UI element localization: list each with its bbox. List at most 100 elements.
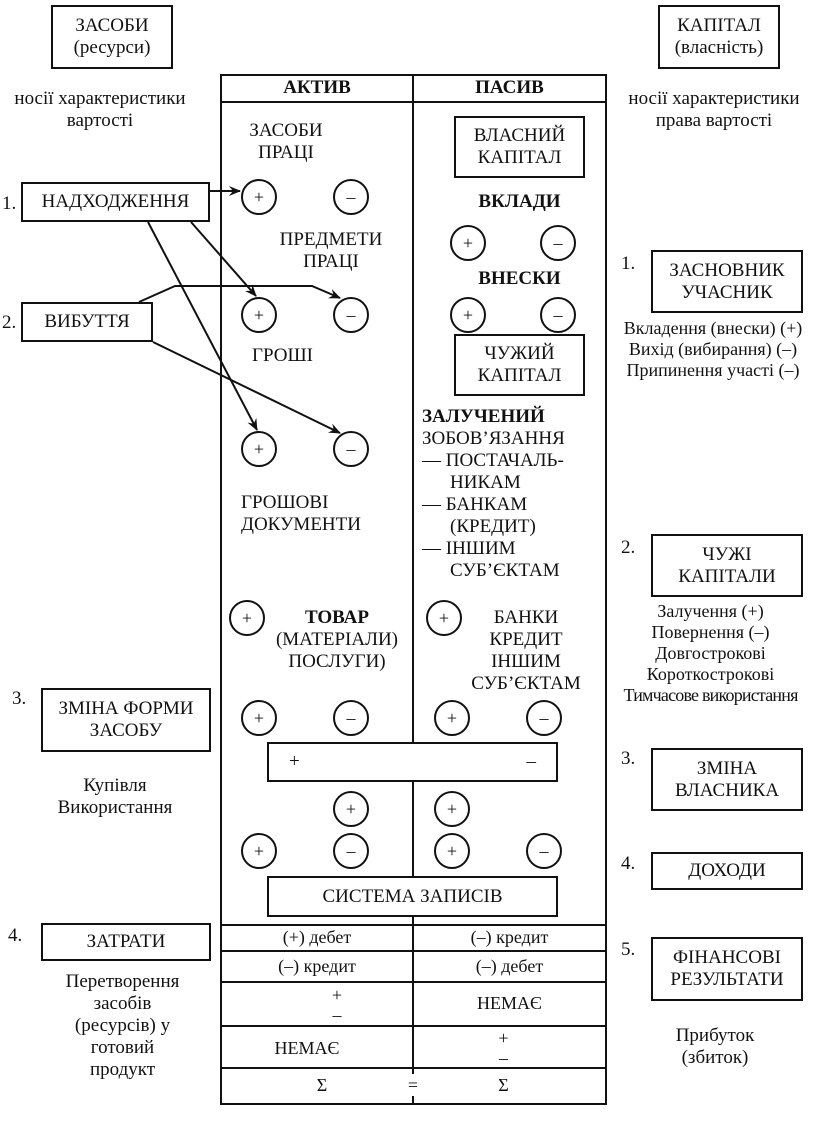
passive-header: ПАСИВ <box>475 77 544 98</box>
owner-change-box: ЗМІНА ВЛАСНИКА <box>651 748 803 811</box>
left-item-4-num: 4. <box>8 925 23 946</box>
others-line2: СУБ’ЄКТАМ <box>450 560 560 581</box>
capital-caption-line1: носії характеристики <box>628 88 800 109</box>
banks-block-line1: БАНКИ <box>493 607 559 628</box>
founder-note-line2: Вихід (вибирання) (–) <box>628 339 798 359</box>
row2-right: (–) дебет <box>475 956 544 976</box>
financial-results-note: Прибуток (збиток) <box>640 1025 790 1069</box>
borrowed-capitals-note-line2: Повернення (–) <box>651 622 770 642</box>
passive-lower-plus-top: + <box>434 791 470 827</box>
costs-note-line1: Перетворення <box>65 971 180 992</box>
means-of-labor-minus: – <box>333 179 369 215</box>
right-item-1-num: 1. <box>621 253 636 274</box>
means-of-labor-line1: ЗАСОБИ <box>249 120 323 141</box>
left-item-1-num: 1. <box>2 193 17 214</box>
money-docs-line2: ДОКУМЕНТИ <box>241 514 361 535</box>
goods-label: ТОВАР (МАТЕРІАЛИ) ПОСЛУГИ) <box>262 607 412 673</box>
borrowed-capitals-note-line5: Тимчасове використання <box>623 685 798 705</box>
obligations-label: ЗОБОВ’ЯЗАННЯ <box>422 428 565 449</box>
borrowed-capital-line1: ЧУЖИЙ <box>484 343 555 364</box>
disposal-box: ВИБУТТЯ <box>21 302 153 342</box>
owner-change-line1: ЗМІНА <box>696 757 758 779</box>
change-bar-plus: + <box>289 751 300 772</box>
active-header: АКТИВ <box>283 77 351 98</box>
financial-results-note-line1: Прибуток <box>675 1025 755 1046</box>
bottom-row-line-2 <box>220 950 607 952</box>
financial-results-note-line2: (збиток) <box>681 1047 749 1068</box>
bottom-row-line-1 <box>220 924 607 926</box>
row1-left: (+) дебет <box>282 927 352 947</box>
center-divider-bottom <box>412 916 414 1105</box>
suppliers-line2: НИКАМ <box>450 472 521 493</box>
others-line1: — ІНШИМ <box>422 538 516 559</box>
active-lower-plus-top: + <box>333 791 369 827</box>
resources-title: ЗАСОБИ <box>75 15 149 36</box>
objects-of-labor-line1: ПРЕДМЕТИ <box>279 229 383 250</box>
founder-note: Вкладення (внески) (+) Вихід (вибирання)… <box>610 318 816 381</box>
borrowed-capitals-note: Залучення (+) Повернення (–) Довгостроко… <box>605 601 816 706</box>
borrowed-capital-box: ЧУЖИЙ КАПІТАЛ <box>454 334 585 396</box>
capital-caption: носії характеристики права вартості <box>612 88 816 132</box>
right-item-3-num: 3. <box>621 748 636 769</box>
change-bar-minus: – <box>526 751 537 772</box>
row3-left-plus: + <box>331 985 343 1005</box>
record-system-box: СИСТЕМА ЗАПИСІВ <box>267 876 558 917</box>
costs-note-line2: засобів <box>93 993 152 1014</box>
money-minus: – <box>333 431 369 467</box>
banks-block-line3: ІНШИМ <box>491 651 561 672</box>
bottom-row-line-5 <box>220 1067 607 1069</box>
own-capital-line2: КАПІТАЛ <box>477 147 562 168</box>
founder-note-line1: Вкладення (внески) (+) <box>623 318 803 338</box>
active-change-plus: + <box>241 700 277 736</box>
banks-block-line4: СУБ’ЄКТАМ <box>471 673 581 694</box>
passive-change-plus: + <box>434 700 470 736</box>
banks-block: БАНКИ КРЕДИТ ІНШИМ СУБ’ЄКТАМ <box>460 607 592 695</box>
money-docs-label: ГРОШОВІ ДОКУМЕНТИ <box>241 492 361 536</box>
form-change-note-line1: Купівля <box>83 775 147 796</box>
center-divider-mid <box>412 781 414 876</box>
row2-left: (–) кредит <box>278 956 356 976</box>
goods-line1: ТОВАР <box>304 607 369 628</box>
resources-caption: носії характеристики вартості <box>0 88 200 132</box>
center-divider-top <box>412 74 414 742</box>
costs-note-line4: готовий <box>90 1037 155 1058</box>
goods-plus: + <box>229 600 265 636</box>
means-of-labor-plus: + <box>241 179 277 215</box>
banks-block-line2: КРЕДИТ <box>489 629 563 650</box>
resources-subtitle: (ресурси) <box>73 37 151 58</box>
form-change-line2: ЗАСОБУ <box>89 720 163 741</box>
financial-results-line2: РЕЗУЛЬТАТИ <box>670 969 784 990</box>
right-item-5-num: 5. <box>621 939 636 960</box>
banks-line2: (КРЕДИТ) <box>450 516 536 537</box>
row5-equals: = <box>403 1074 423 1096</box>
financial-results-box: ФІНАНСОВІ РЕЗУЛЬТАТИ <box>651 937 803 1001</box>
goods-line3: ПОСЛУГИ) <box>288 651 386 672</box>
means-of-labor-label: ЗАСОБИ ПРАЦІ <box>236 120 336 164</box>
form-change-line1: ЗМІНА ФОРМИ <box>58 698 194 719</box>
borrowed-capitals-line1: ЧУЖІ <box>702 543 752 565</box>
capital-subtitle: (власність) <box>674 37 764 58</box>
money-plus: + <box>241 431 277 467</box>
passive-lower-plus: + <box>434 833 470 869</box>
objects-of-labor-plus: + <box>241 297 277 333</box>
active-change-minus: – <box>333 700 369 736</box>
founder-line1: ЗАСНОВНИК <box>669 259 785 281</box>
suppliers-line1: — ПОСТАЧАЛЬ- <box>422 450 564 471</box>
borrowed-capitals-note-line1: Залучення (+) <box>657 601 764 621</box>
form-change-box: ЗМІНА ФОРМИ ЗАСОБУ <box>41 688 211 752</box>
banks-line1: — БАНКАМ <box>422 494 528 515</box>
form-change-note-line2: Використання <box>57 797 173 818</box>
objects-of-labor-label: ПРЕДМЕТИ ПРАЦІ <box>266 229 396 273</box>
borrowed-capitals-note-line4: Короткострокові <box>646 664 775 684</box>
right-item-2-num: 2. <box>621 537 636 558</box>
financial-results-line1: ФІНАНСОВІ <box>673 947 781 968</box>
deposits-label: ВКЛАДИ <box>478 191 561 212</box>
capital-title: КАПІТАЛ <box>677 15 761 36</box>
capital-caption-line2: права вартості <box>655 110 773 131</box>
receipt-box: НАДХОДЖЕННЯ <box>21 182 210 222</box>
row4-right-minus: – <box>499 1048 508 1068</box>
deposits-plus: + <box>450 225 486 261</box>
capital-box: КАПІТАЛ (власність) <box>658 5 780 69</box>
objects-of-labor-line2: ПРАЦІ <box>303 251 359 272</box>
contributions-minus: – <box>540 297 576 333</box>
